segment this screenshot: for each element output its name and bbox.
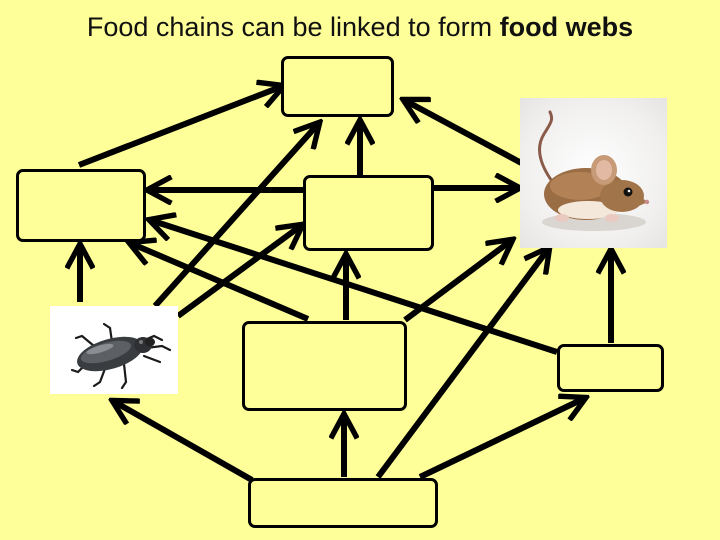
mouse-icon <box>538 110 650 231</box>
arrow-mouse-to-top-box <box>404 100 529 169</box>
right-small-box[interactable] <box>557 344 664 392</box>
mouse-image <box>520 98 667 248</box>
title-emphasis: food webs <box>499 12 634 42</box>
arrow-center-box-to-mouse <box>403 240 512 323</box>
arrow-bottom-box-to-mouse <box>375 248 549 479</box>
arrow-bottom-box-to-beetle <box>113 401 254 483</box>
beetle-image <box>50 306 178 394</box>
arrow-beetle-to-top-box <box>152 123 319 309</box>
arrow-bottom-box-to-right-small-box <box>418 398 585 480</box>
arrow-center-box-to-left-box <box>130 243 310 322</box>
top-box[interactable] <box>281 56 394 117</box>
beetle-icon <box>70 322 172 390</box>
left-box[interactable] <box>16 169 146 242</box>
arrow-beetle-to-middle-box <box>176 225 302 319</box>
arrow-left-box-to-top-box <box>77 86 283 168</box>
center-box[interactable] <box>242 321 407 411</box>
middle-box[interactable] <box>303 175 434 251</box>
page-title: Food chains can be linked to form food w… <box>0 12 720 43</box>
bottom-box[interactable] <box>248 478 438 528</box>
title-prefix: Food chains can be linked to form <box>86 12 500 42</box>
